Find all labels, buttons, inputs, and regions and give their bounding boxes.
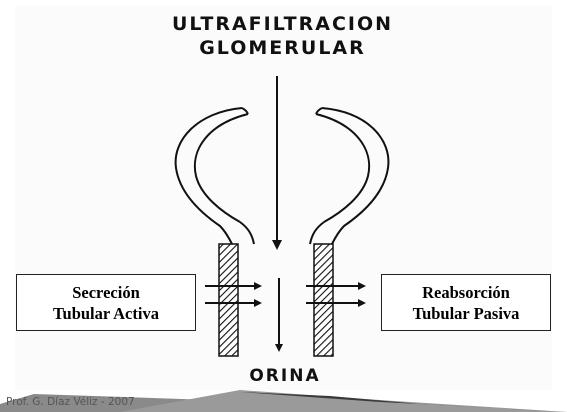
reabsorption-label-line-1: Reabsorción <box>422 282 510 303</box>
secretion-label-line-1: Secreción <box>72 282 140 303</box>
footer-credit: Prof. G. Díaz Véliz - 2007 <box>6 396 135 408</box>
secretion-label-box: Secreción Tubular Activa <box>16 274 196 331</box>
title-line-1: ULTRAFILTRACION <box>150 13 415 35</box>
secretion-label-line-2: Tubular Activa <box>53 303 159 324</box>
footer-bar-grey <box>120 390 567 412</box>
bowman-capsule-inner-right <box>316 114 369 222</box>
tubule-wall-right <box>314 244 333 356</box>
urine-label: ORINA <box>230 366 340 386</box>
tubule-neck-right <box>310 222 324 244</box>
bowman-capsule-outer-right <box>322 108 388 244</box>
bowman-capsule-left-cap <box>242 108 248 114</box>
bowman-capsule-outer <box>176 108 242 244</box>
tubule-wall-left <box>219 244 238 356</box>
tubule-neck-left <box>240 222 254 244</box>
bowman-capsule-inner-left <box>195 114 248 222</box>
reabsorption-label-box: Reabsorción Tubular Pasiva <box>381 274 551 331</box>
bowman-capsule-right-cap <box>316 108 322 114</box>
reabsorption-label-line-2: Tubular Pasiva <box>413 303 520 324</box>
title-line-2: GLOMERULAR <box>150 37 415 59</box>
